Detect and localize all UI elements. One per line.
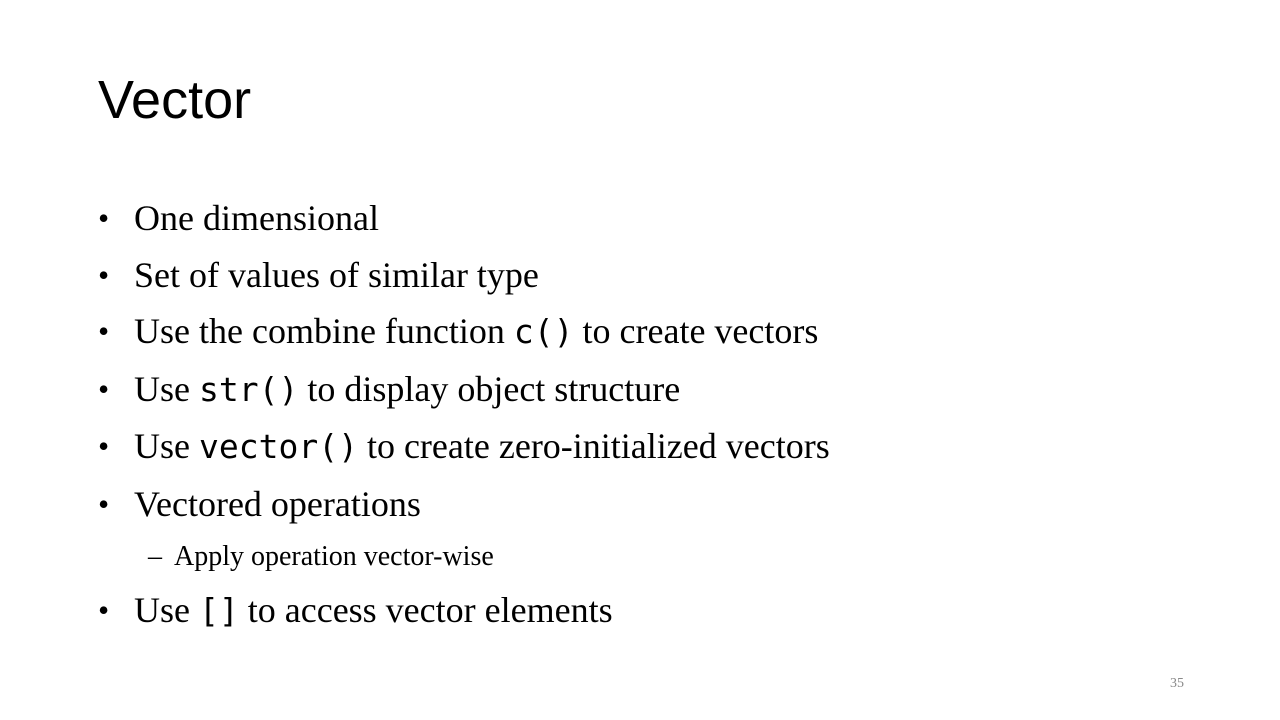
bullet-str-function: • Use str() to display object structure: [98, 361, 1198, 419]
bullet-marker: •: [98, 370, 110, 407]
bullet-text: Vectored operations: [134, 483, 421, 524]
bullet-text: Set of values of similar type: [134, 254, 539, 295]
bullet-marker: •: [98, 428, 110, 464]
bullet-one-dimensional: • One dimensional: [98, 190, 1198, 247]
inline-code: vector(): [199, 427, 358, 466]
bullet-text-before: Use the combine function: [134, 311, 514, 351]
bullet-text-after: to create vectors: [573, 311, 819, 351]
bullet-marker: •: [98, 592, 110, 628]
bullet-vectored-operations: • Vectored operations: [98, 476, 1198, 533]
sub-bullet-marker: –: [148, 541, 162, 572]
inline-code: []: [199, 591, 239, 630]
bullet-marker: •: [98, 313, 110, 349]
bullet-text: One dimensional: [134, 198, 379, 238]
bullet-access-elements: • Use [] to access vector elements: [98, 582, 1198, 640]
bullet-marker: •: [98, 200, 110, 236]
bullet-text-after: to access vector elements: [238, 590, 613, 630]
bullet-text-before: Use: [134, 426, 199, 466]
page-number: 35: [1170, 676, 1184, 691]
sub-bullet-text: Apply operation vector-wise: [174, 541, 494, 572]
bullet-text-after: to display object structure: [298, 368, 681, 409]
bullet-text-after: to create zero-initialized vectors: [357, 426, 830, 466]
bullet-list: • One dimensional • Set of values of sim…: [98, 190, 1198, 640]
bullet-text-before: Use: [134, 368, 199, 409]
bullet-combine-function: • Use the combine function c() to create…: [98, 303, 1198, 361]
slide-title: Vector: [98, 70, 252, 130]
inline-code: str(): [199, 369, 299, 409]
bullet-similar-type: • Set of values of similar type: [98, 247, 1198, 304]
sub-bullet-vector-wise: – Apply operation vector-wise: [98, 532, 1198, 582]
bullet-marker: •: [98, 256, 110, 293]
bullet-vector-function: • Use vector() to create zero-initialize…: [98, 418, 1198, 476]
bullet-marker: •: [98, 485, 110, 522]
inline-code: c(): [513, 312, 574, 351]
bullet-text-before: Use: [134, 590, 199, 630]
